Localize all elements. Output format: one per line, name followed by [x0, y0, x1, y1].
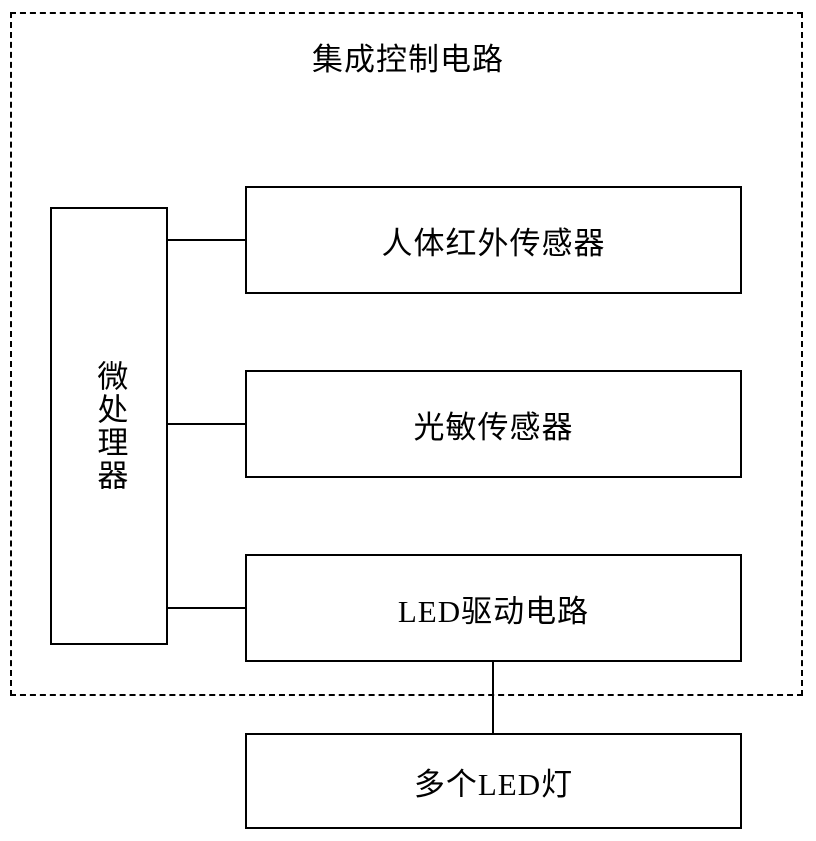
block-led-lamps-label: 多个LED灯: [413, 766, 574, 802]
connector-led-driver-led-lamps: [492, 660, 494, 734]
connector-microprocessor-ir-sensor: [166, 239, 247, 241]
block-led-driver: LED驱动电路: [245, 554, 742, 662]
block-light-sensor: 光敏传感器: [245, 370, 742, 478]
block-light-sensor-label: 光敏传感器: [413, 409, 574, 445]
block-ir-sensor-label: 人体红外传感器: [381, 225, 606, 261]
block-ir-sensor: 人体红外传感器: [245, 186, 742, 294]
diagram-title: 集成控制电路: [312, 42, 504, 77]
connector-microprocessor-light-sensor: [166, 423, 247, 425]
block-microprocessor: 微处理器: [50, 207, 168, 645]
block-led-driver-label: LED驱动电路: [397, 593, 590, 629]
integrated-control-circuit-boundary: [10, 12, 803, 696]
block-led-lamps: 多个LED灯: [245, 733, 742, 829]
connector-microprocessor-led-driver: [166, 607, 247, 609]
block-microprocessor-label: 微处理器: [92, 360, 128, 492]
